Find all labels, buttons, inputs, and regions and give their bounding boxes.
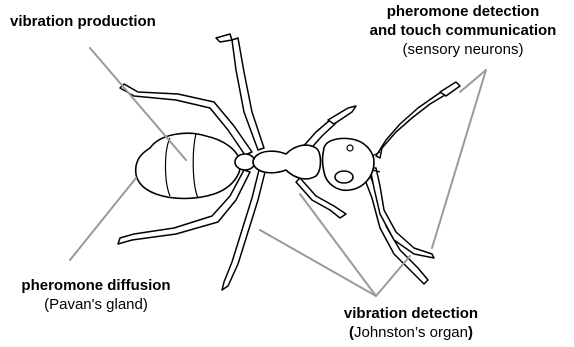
leader-vibration-production [90, 48, 186, 160]
leader-vibration-detection-a [260, 230, 376, 296]
leader-vibration-detection-c [376, 256, 410, 296]
label-pheromone-detection-line2: and touch communication [360, 21, 566, 40]
label-vibration-production: vibration production [10, 12, 156, 31]
label-pheromone-detection-sub: (sensory neurons) [360, 40, 566, 59]
label-pheromone-diffusion-sub: (Pavan's gland) [8, 295, 184, 314]
ant-eye [335, 171, 353, 183]
label-pheromone-detection-line1: pheromone detection [360, 2, 566, 21]
label-vibration-detection: vibration detection (Johnston’s organ) [326, 304, 496, 342]
label-vibration-detection-sub: Johnston’s organ [354, 324, 468, 341]
leader-pheromone-diffusion [70, 178, 136, 260]
ant-petiole [235, 154, 255, 170]
label-vibration-production-text: vibration production [10, 12, 156, 31]
label-vibration-detection-text: vibration detection [326, 304, 496, 323]
label-vibration-detection-close: ) [468, 324, 473, 341]
label-vibration-detection-sub-line: (Johnston’s organ) [326, 323, 496, 342]
label-pheromone-detection: pheromone detection and touch communicat… [360, 2, 566, 59]
ant-gaster [136, 133, 241, 198]
label-pheromone-diffusion: pheromone diffusion (Pavan's gland) [8, 276, 184, 314]
label-pheromone-diffusion-text: pheromone diffusion [8, 276, 184, 295]
